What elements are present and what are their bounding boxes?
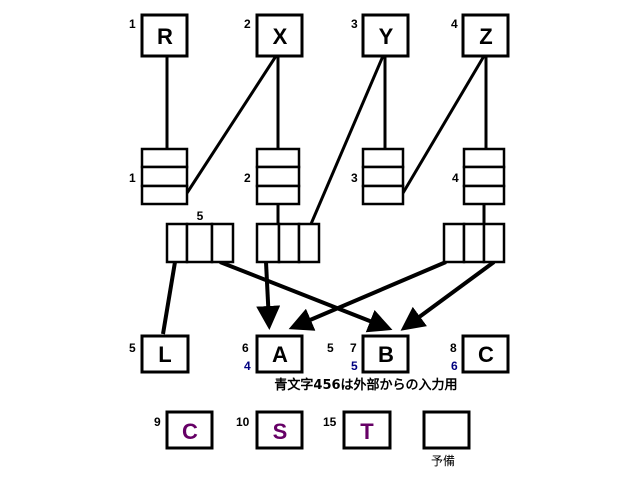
output-blue-number-c: 6 [451, 359, 458, 373]
input-number-x: 2 [244, 17, 251, 31]
stack-1: 1 [129, 147, 189, 206]
output-label-b: B [378, 342, 394, 367]
stack-1-cell [140, 184, 189, 206]
extra-c: C 9 [154, 410, 214, 450]
wires-top [165, 55, 488, 225]
register-mid [255, 222, 321, 264]
output-label-c: C [478, 342, 494, 367]
input-label-r: R [157, 24, 173, 49]
extra-number-t: 15 [323, 415, 337, 429]
stack-4-number: 4 [452, 171, 459, 185]
extra-label-s: S [273, 419, 288, 444]
stack-4-cell [462, 184, 506, 206]
output-blue-number-b: 5 [351, 359, 358, 373]
wire-y-to-reg-mid [309, 55, 385, 225]
stack-1-number: 1 [129, 171, 136, 185]
register-mid-cell [277, 222, 301, 264]
register-right-cell [482, 222, 506, 264]
stack-4: 4 [452, 147, 506, 206]
stack-2-cell [255, 147, 301, 169]
arrow-reg-right-to-a [288, 260, 447, 331]
output-extra-number-b: 5 [327, 341, 334, 355]
wires-bottom [161, 260, 496, 335]
stack-2-cell [255, 184, 301, 206]
output-l: L 5 [129, 334, 190, 374]
output-box-b [361, 334, 410, 374]
extra-box-spare [422, 410, 471, 450]
register-right [442, 222, 506, 264]
stack-3-cell [361, 184, 405, 206]
extra-label-c: C [182, 419, 198, 444]
extra-number-c: 9 [154, 415, 161, 429]
wires-mid [276, 204, 486, 224]
extra-t: T 15 [323, 410, 392, 450]
input-number-y: 3 [351, 17, 358, 31]
extra-number-s: 10 [236, 415, 250, 429]
wire-reg5-to-l [161, 261, 177, 335]
stack-3: 3 [351, 147, 405, 206]
output-label-l: L [158, 342, 171, 367]
stack-4-cell [462, 165, 506, 188]
stack-4-cell [462, 147, 506, 169]
extra-box-c [165, 410, 214, 450]
register-5-cell [210, 222, 235, 264]
stack-3-number: 3 [351, 171, 358, 185]
register-mid-cell [297, 222, 321, 264]
input-r: R 1 [129, 13, 189, 58]
arrow-reg5-to-b [219, 260, 393, 333]
output-number-l: 5 [129, 341, 136, 355]
extra-s: S 10 [236, 410, 304, 450]
input-box-x [255, 13, 304, 58]
stack-3-cell [361, 147, 405, 169]
stack-3-cell [361, 165, 405, 188]
stack-2: 2 [244, 147, 301, 206]
input-label-y: Y [379, 24, 394, 49]
output-label-a: A [272, 342, 288, 367]
output-b: B 5 7 5 [327, 334, 410, 374]
stack-2-cell [255, 165, 301, 188]
register-5-cell [165, 222, 189, 264]
output-c: C 8 6 [450, 334, 510, 374]
input-label-z: Z [479, 24, 492, 49]
stack-2-number: 2 [244, 171, 251, 185]
register-right-cell [462, 222, 486, 264]
output-number-c: 8 [450, 341, 457, 355]
output-box-a [255, 334, 304, 374]
input-label-x: X [273, 24, 288, 49]
stack-1-cell [140, 165, 189, 188]
output-blue-number-a: 4 [244, 359, 251, 373]
output-number-b: 7 [350, 341, 357, 355]
extra-spare: 予備 [422, 410, 471, 468]
register-5-cell [185, 222, 214, 264]
register-mid-cell [255, 222, 281, 264]
input-box-z [461, 13, 510, 58]
wire-x-to-stack1 [185, 55, 278, 194]
note-text: 青文字456は外部からの入力用 [274, 377, 457, 393]
extra-caption-spare: 予備 [431, 453, 455, 468]
register-5: 5 [165, 209, 235, 264]
register-5-number: 5 [197, 209, 204, 223]
input-y: Y 3 [351, 13, 410, 58]
wire-z-to-stack3 [401, 55, 486, 194]
output-box-l [140, 334, 190, 374]
output-a: A 6 4 [242, 334, 304, 374]
input-x: X 2 [244, 13, 304, 58]
input-z: Z 4 [451, 13, 510, 58]
register-right-cell [442, 222, 466, 264]
output-number-a: 6 [242, 341, 249, 355]
input-box-r [140, 13, 189, 58]
arrow-reg-right-to-b [400, 260, 496, 331]
extra-label-t: T [360, 419, 374, 444]
extra-box-t [342, 410, 392, 450]
output-box-c [461, 334, 510, 374]
arrow-reg-mid-to-a [256, 261, 281, 330]
input-number-r: 1 [129, 17, 136, 31]
input-number-z: 4 [451, 17, 458, 31]
stack-1-cell [140, 147, 189, 169]
input-box-y [361, 13, 410, 58]
extra-box-s [255, 410, 304, 450]
